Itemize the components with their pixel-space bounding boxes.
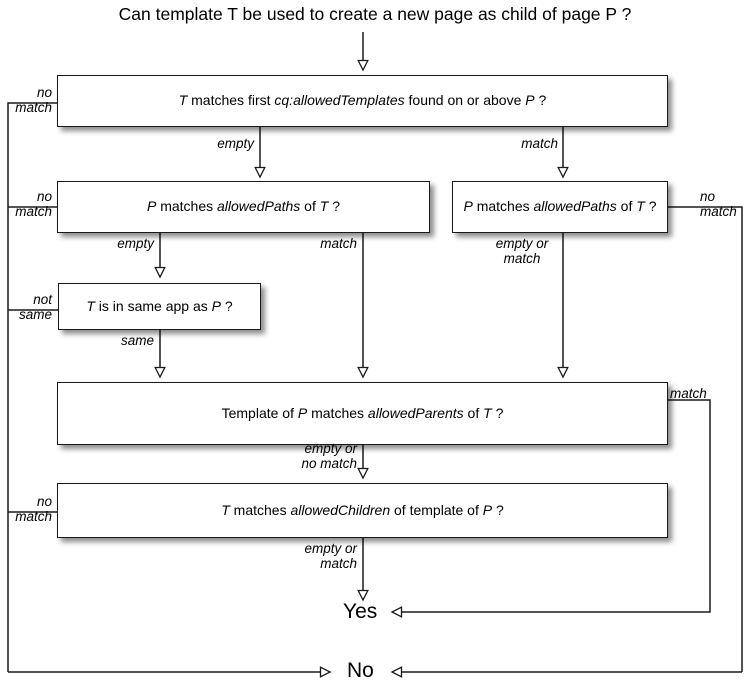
- edge-templates-no-match: [7, 102, 57, 672]
- node-allowed-children[interactable]: T matches allowedChildren of template of…: [57, 483, 668, 538]
- node-allowed-templates[interactable]: T matches first cq:allowedTemplates foun…: [57, 75, 668, 127]
- edge-label-templates-match: match: [521, 136, 558, 151]
- node-allowed-paths-right[interactable]: P matches allowedPaths of T ?: [452, 181, 668, 233]
- edge-label-paths-left-empty: empty: [117, 236, 154, 251]
- edge-label-parents-match: match: [670, 386, 707, 401]
- node-same-app[interactable]: T is in same app as P ?: [58, 283, 261, 330]
- node-allowed-paths-left[interactable]: P matches allowedPaths of T ?: [57, 181, 430, 233]
- edge-label-same-app-same: same: [120, 333, 154, 348]
- terminal-yes: Yes: [343, 600, 378, 623]
- edge-label-templates-empty: empty: [217, 136, 254, 151]
- edge-parents-match-to-yes: [390, 399, 711, 618]
- node-allowed-templates-label: T matches first cq:allowedTemplates foun…: [178, 92, 547, 109]
- node-allowed-parents-label: Template of P matches allowedParents of …: [221, 404, 504, 421]
- terminal-no: No: [347, 659, 374, 682]
- node-same-app-label: T is in same app as P ?: [86, 297, 233, 314]
- node-allowed-children-label: T matches allowedChildren of template of…: [221, 501, 504, 518]
- node-allowed-paths-left-label: P matches allowedPaths of T ?: [146, 198, 341, 215]
- page-title: Can template T be used to create a new p…: [118, 4, 632, 24]
- node-allowed-parents[interactable]: Template of P matches allowedParents of …: [57, 382, 668, 445]
- node-allowed-paths-right-label: P matches allowedPaths of T ?: [463, 198, 657, 215]
- edge-paths-right-no-match: [668, 206, 743, 672]
- edge-label-paths-left-match: match: [320, 236, 357, 251]
